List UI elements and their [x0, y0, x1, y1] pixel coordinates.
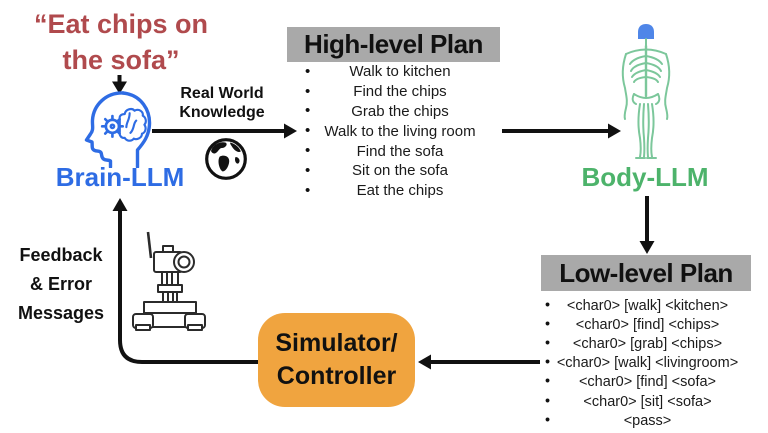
user-instruction: “Eat chips on the sofa”	[33, 9, 209, 75]
plan-item-text: Sit on the sofa	[352, 162, 448, 180]
plan-item: • <pass>	[535, 411, 760, 430]
bullet-icon: •	[545, 392, 551, 409]
plan-item-text: <pass>	[623, 412, 672, 429]
robot-icon	[127, 228, 211, 332]
plan-item: • Find the sofa	[295, 141, 505, 161]
skeleton-head	[638, 24, 654, 39]
plan-item-text: Walk to the living room	[324, 122, 476, 140]
plan-item-text: <char0> [find] <sofa>	[578, 374, 717, 391]
plan-item: • <char0> [find] <sofa>	[535, 373, 760, 392]
simulator-controller-box: Simulator/ Controller	[258, 313, 415, 407]
real-world-knowledge-label: Real World Knowledge	[179, 85, 265, 121]
plan-item-text: <char0> [walk] <livingroom>	[556, 355, 739, 372]
bullet-icon: •	[545, 412, 551, 429]
plan-item-text: <char0> [grab] <chips>	[572, 335, 723, 352]
brain-llm-label: Brain-LLM	[55, 162, 185, 192]
bullet-icon: •	[545, 373, 551, 390]
gear-icon	[100, 107, 147, 142]
plan-item: • <char0> [walk] <kitchen>	[535, 296, 760, 315]
plan-item-text: <char0> [walk] <kitchen>	[566, 297, 729, 314]
bullet-icon: •	[545, 296, 551, 313]
high-level-plan-list: • Walk to kitchen • Find the chips • Grab the…	[295, 62, 505, 201]
arrowhead-down-2	[639, 241, 655, 254]
plan-item: • <char0> [grab] <chips>	[535, 334, 760, 353]
bullet-icon: •	[305, 102, 311, 120]
bullet-icon: •	[545, 335, 551, 352]
plan-item-text: Eat the chips	[356, 182, 444, 200]
plan-item-text: Find the sofa	[356, 142, 444, 160]
brain-lobe-icon	[118, 107, 147, 142]
bullet-icon: •	[305, 181, 311, 199]
plan-item-text: <char0> [find] <chips>	[575, 316, 720, 333]
plan-item: • Walk to kitchen	[295, 62, 505, 82]
bullet-icon: •	[305, 161, 311, 179]
brain-llm-icon	[80, 90, 158, 169]
plan-item: • <char0> [walk] <livingroom>	[535, 354, 760, 373]
bullet-icon: •	[305, 82, 311, 100]
globe-icon	[203, 136, 249, 182]
feedback-error-messages-label: Feedback & Error Messages	[17, 245, 105, 323]
low-level-plan-list: • <char0> [walk] <kitchen> • <char0> [find]…	[535, 296, 760, 430]
bullet-icon: •	[305, 141, 311, 159]
plan-item-text: <char0> [sit] <sofa>	[583, 393, 712, 410]
bullet-icon: •	[305, 122, 311, 140]
plan-item-text: Find the chips	[353, 83, 447, 101]
plan-item: • Find the chips	[295, 82, 505, 102]
bullet-icon: •	[545, 316, 551, 333]
body-llm-label: Body-LLM	[581, 162, 709, 192]
arrowhead-up-1	[112, 198, 128, 211]
plan-item: • Sit on the sofa	[295, 161, 505, 181]
plan-item: • Walk to the living room	[295, 121, 505, 141]
body-llm-icon	[612, 22, 680, 162]
plan-item: • Grab the chips	[295, 102, 505, 122]
plan-item: • <char0> [find] <chips>	[535, 315, 760, 334]
arrowhead-left-1	[418, 354, 431, 370]
plan-item-text: Walk to kitchen	[349, 63, 451, 81]
bullet-icon: •	[305, 62, 311, 80]
plan-item: • Eat the chips	[295, 181, 505, 201]
plan-item: • <char0> [sit] <sofa>	[535, 392, 760, 411]
low-level-plan-title: Low-level Plan	[541, 255, 751, 291]
high-level-plan-title: High-level Plan	[287, 27, 500, 62]
bullet-icon: •	[545, 354, 551, 371]
plan-item-text: Grab the chips	[351, 102, 449, 120]
